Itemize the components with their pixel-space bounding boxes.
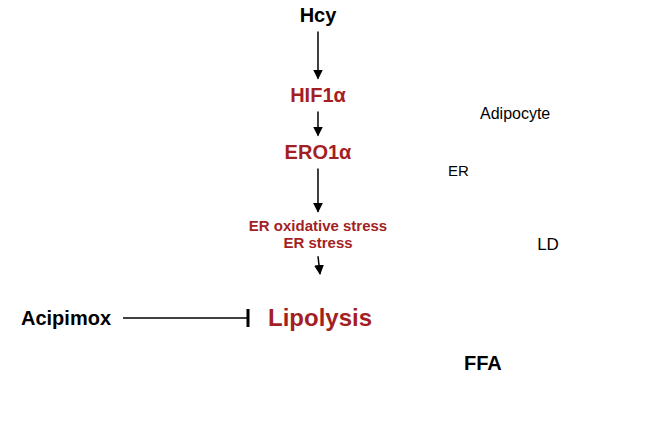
node-text: HIF1α: [290, 84, 346, 107]
flow-arrow: [317, 112, 319, 136]
cell-outline: Adipocyte HIF1αER ERO1α ER oxidative stress…: [61, 55, 665, 385]
er-cloud-shape: [172, 128, 540, 296]
lipid-droplet: LD: [506, 203, 590, 287]
node-text: Lipolysis: [268, 304, 372, 332]
lipolysis-droplet: Lipolysis: [250, 276, 390, 360]
flow-arrow: [317, 169, 319, 212]
input-term: Hcy: [292, 1, 345, 30]
enzyme-term: ERO1α: [277, 138, 360, 167]
drug-term: Acipimox: [13, 304, 119, 333]
flow-arrow: [317, 32, 319, 79]
flow-label: FFA: [464, 352, 502, 375]
inhibition-line: [123, 317, 248, 319]
er-cloud: ER ERO1α ER oxidative stress ER stress: [172, 128, 540, 296]
node-text: ERO1α: [285, 141, 352, 164]
node-text: Hcy: [300, 4, 337, 27]
node-text: LD: [537, 235, 559, 255]
factor-term: HIF1α: [282, 81, 354, 110]
flow-arrow: [318, 256, 320, 274]
liver-illustration: [536, 382, 653, 441]
node-text: ER oxidative stress ER stress: [238, 217, 398, 252]
node-text: ER: [448, 162, 469, 179]
node-text: Adipocyte: [480, 105, 550, 123]
ffa-arrow: [383, 343, 522, 412]
stress-term: ER oxidative stress ER stress: [230, 214, 406, 255]
node-text: Acipimox: [21, 307, 111, 330]
